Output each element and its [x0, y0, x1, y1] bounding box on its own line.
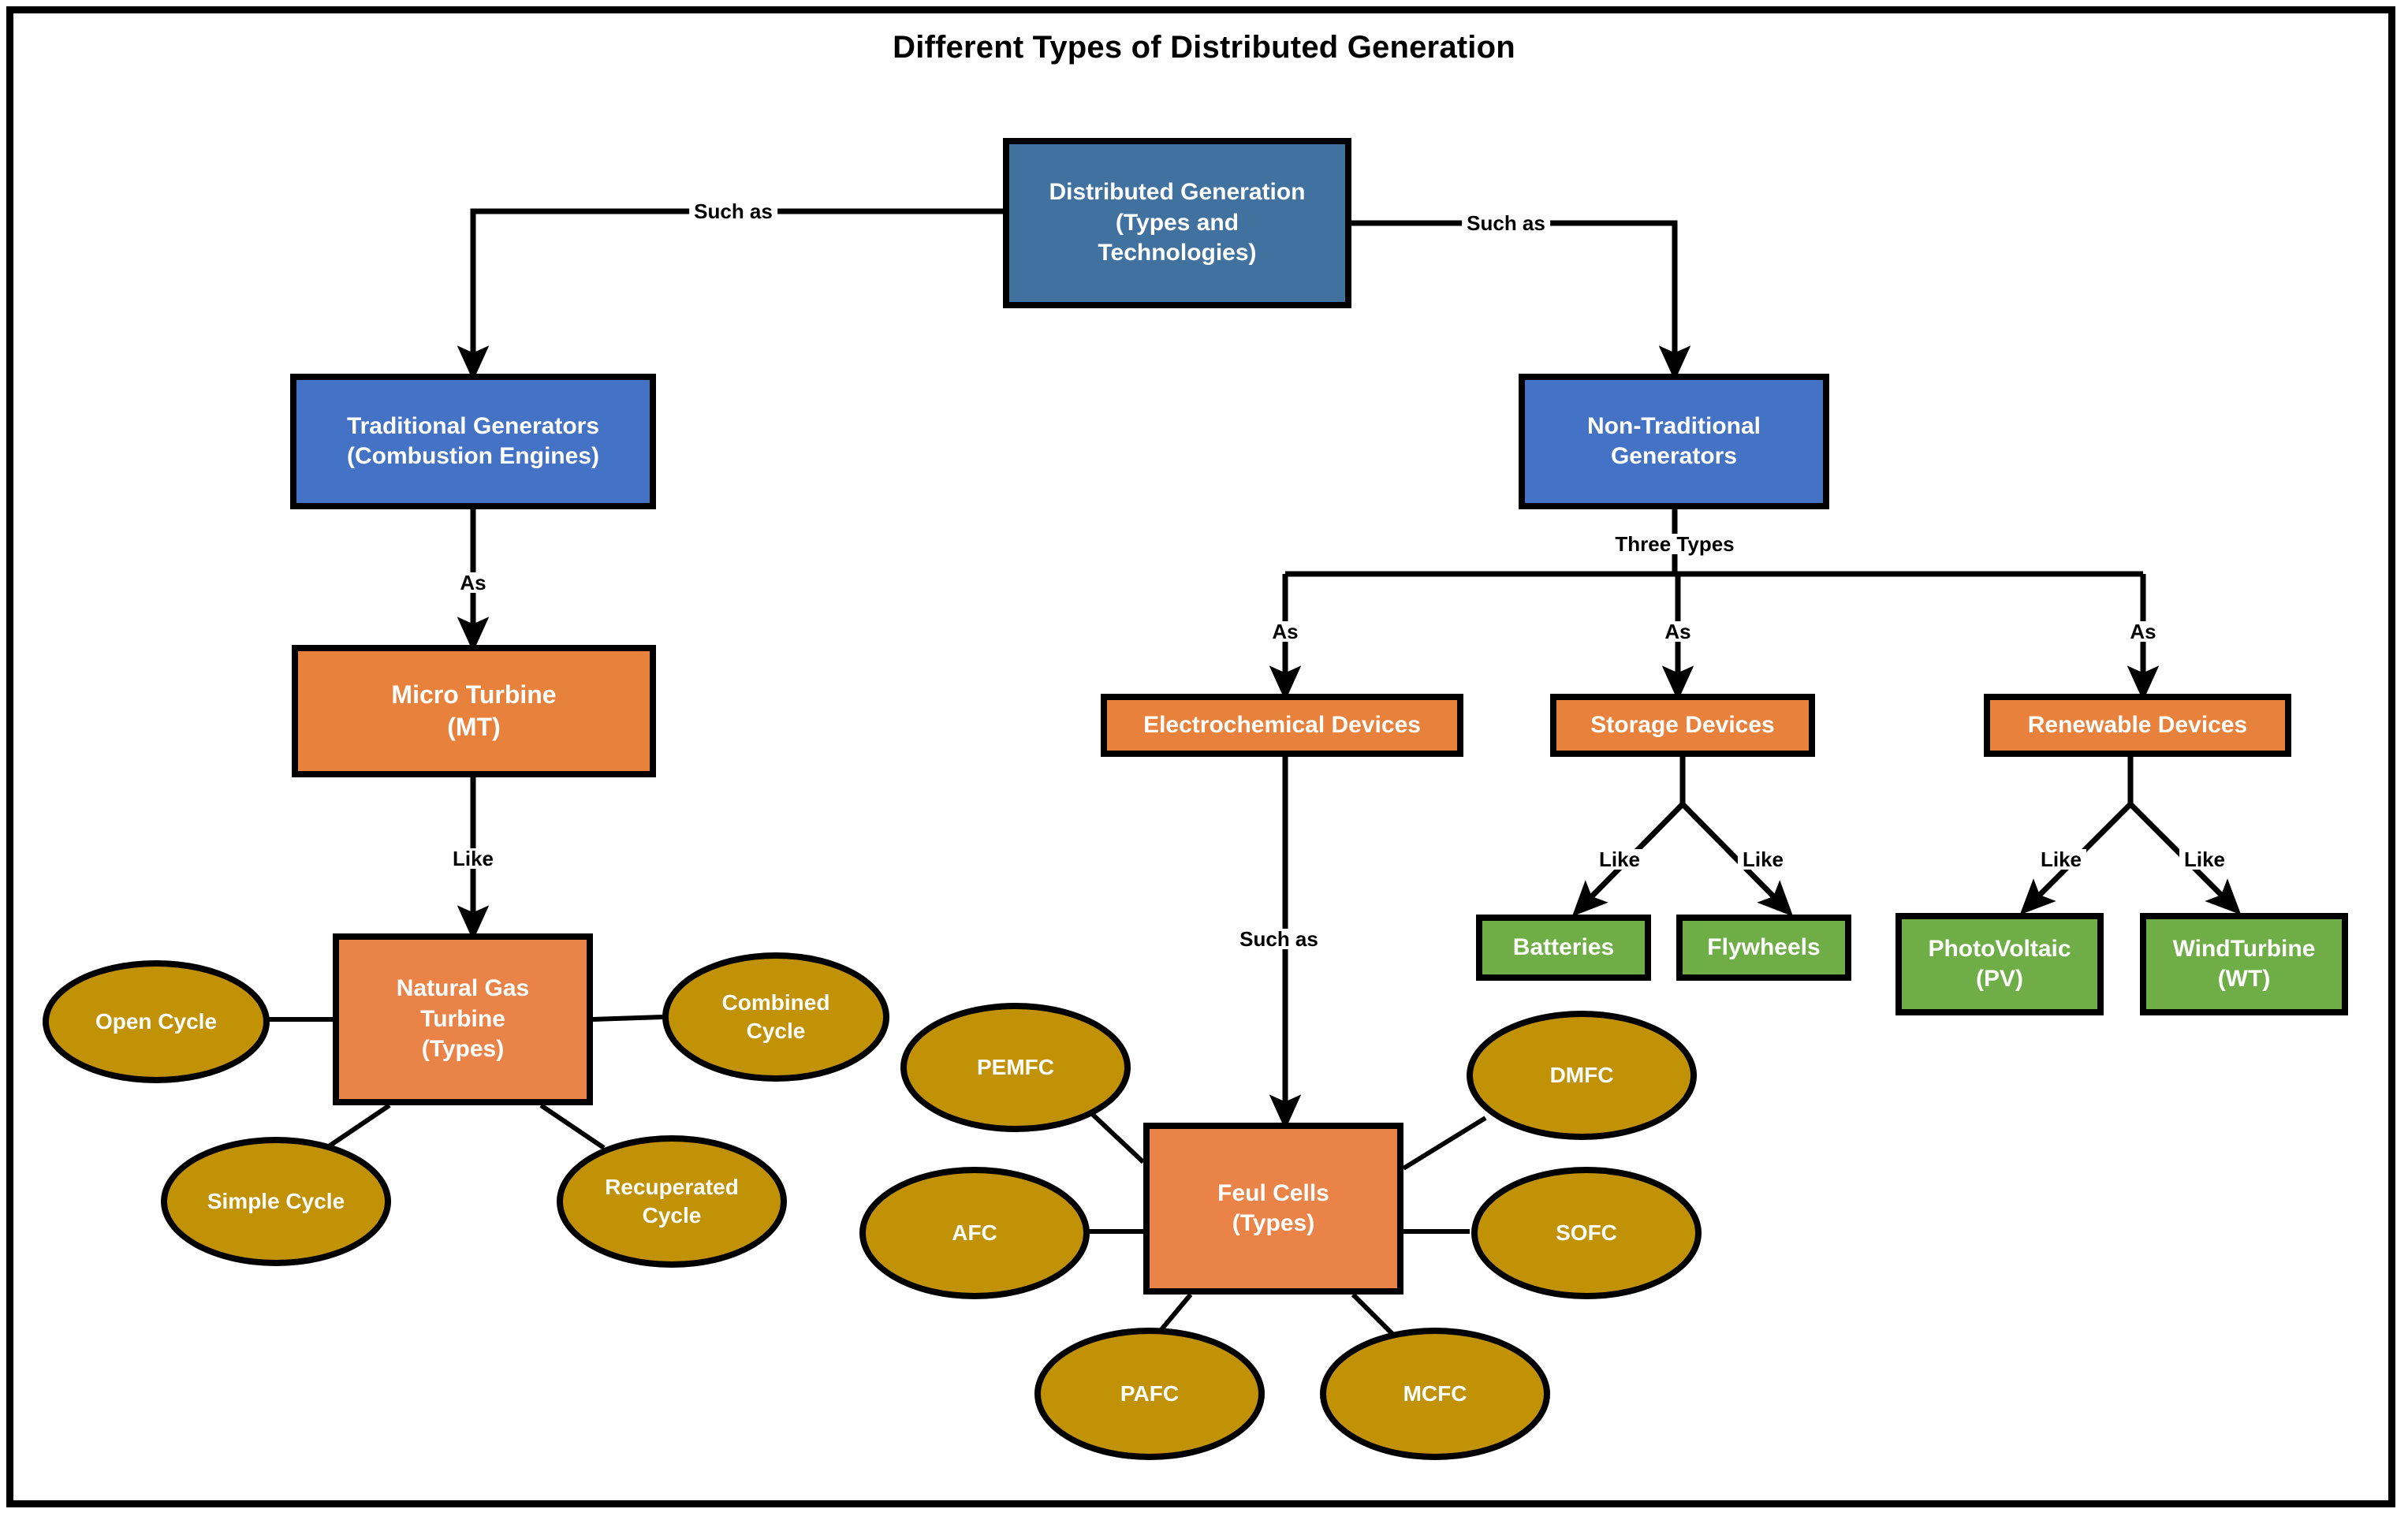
node-label: PhotoVoltaic (PV) — [1928, 935, 2071, 992]
node-non-traditional-generators[interactable]: Non-Traditional Generators — [1519, 374, 1829, 509]
edge-label-text: Three Types — [1615, 532, 1735, 556]
edge-ngt-combinedcycle — [592, 1015, 663, 1022]
node-label: DMFC — [1549, 1062, 1614, 1087]
node-distributed-generation[interactable]: Distributed Generation (Types and Techno… — [1003, 138, 1351, 308]
edge-label-microturbine-ngt: Like — [447, 847, 499, 870]
page-title: Different Types of Distributed Generatio… — [893, 30, 1515, 65]
edge-fc-dmfc — [1402, 1116, 1487, 1171]
node-traditional-generators[interactable]: Traditional Generators (Combustion Engin… — [290, 374, 656, 509]
node-label: MCFC — [1403, 1380, 1467, 1406]
node-sofc[interactable]: SOFC — [1471, 1167, 1702, 1299]
edge-label-root-traditional: Such as — [689, 201, 777, 222]
node-label: SOFC — [1556, 1220, 1617, 1245]
node-label: Storage Devices — [1590, 711, 1775, 738]
node-pafc[interactable]: PAFC — [1034, 1328, 1265, 1460]
node-mcfc[interactable]: MCFC — [1320, 1328, 1550, 1460]
edge-label-text: As — [460, 571, 486, 594]
edge-label-text: Like — [1742, 848, 1784, 871]
edge-label-text: Like — [1598, 848, 1641, 871]
edge-label-renewable-photovoltaic: Like — [2035, 848, 2087, 871]
edge-storage-flywheels — [1680, 802, 1794, 917]
node-photovoltaic[interactable]: PhotoVoltaic (PV) — [1895, 913, 2104, 1015]
node-pemfc[interactable]: PEMFC — [900, 1003, 1131, 1132]
node-electrochemical-devices[interactable]: Electrochemical Devices — [1101, 694, 1463, 757]
node-label: Renewable Devices — [2027, 711, 2248, 738]
edge-label-text: Like — [2040, 848, 2082, 871]
node-natural-gas-turbine[interactable]: Natural Gas Turbine (Types) — [333, 933, 593, 1105]
node-label: Micro Turbine (MT) — [391, 680, 557, 741]
edge-root-nontraditional — [1351, 220, 1691, 382]
node-label: Traditional Generators (Combustion Engin… — [346, 412, 600, 469]
node-label: Electrochemical Devices — [1143, 711, 1421, 738]
edge-label-as-renewable: As — [2125, 620, 2161, 643]
node-label: Simple Cycle — [207, 1188, 345, 1213]
edge-label-electrochemical-fuelcells: Such as — [1235, 929, 1323, 949]
edge-label-text: Such as — [694, 199, 773, 223]
node-windturbine[interactable]: WindTurbine (WT) — [2140, 913, 2348, 1015]
node-label: Combined Cycle — [721, 989, 830, 1043]
node-simple-cycle[interactable]: Simple Cycle — [161, 1137, 391, 1266]
node-label: Feul Cells (Types) — [1217, 1179, 1329, 1236]
node-dmfc[interactable]: DMFC — [1467, 1011, 1697, 1140]
node-renewable-devices[interactable]: Renewable Devices — [1984, 694, 2291, 757]
node-label: Natural Gas Turbine (Types) — [396, 975, 530, 1063]
edge-ngt-simplecycle — [325, 1103, 391, 1150]
node-label: PEMFC — [977, 1054, 1054, 1079]
edge-label-text: As — [2130, 620, 2156, 643]
edge-label-as-electrochemical: As — [1267, 621, 1303, 642]
node-storage-devices[interactable]: Storage Devices — [1550, 694, 1815, 757]
node-label: Distributed Generation (Types and Techno… — [1049, 179, 1306, 266]
edge-label-renewable-windturbine: Like — [2179, 848, 2231, 871]
edge-label-text: Like — [452, 847, 494, 870]
edge-label-storage-batteries: Like — [1594, 848, 1646, 871]
node-micro-turbine[interactable]: Micro Turbine (MT) — [292, 645, 656, 777]
node-open-cycle[interactable]: Open Cycle — [43, 960, 270, 1083]
edge-label-three-types: Three Types — [1610, 534, 1739, 554]
edge-label-storage-flywheels: Like — [1737, 848, 1789, 871]
node-afc[interactable]: AFC — [859, 1167, 1090, 1299]
node-flywheels[interactable]: Flywheels — [1676, 915, 1851, 981]
node-label: WindTurbine (WT) — [2172, 935, 2316, 992]
node-label: AFC — [952, 1220, 997, 1245]
edge-ngt-recuperatedcycle — [539, 1103, 606, 1150]
edge-label-text: Such as — [1239, 927, 1318, 951]
node-label: Flywheels — [1707, 933, 1821, 960]
node-label: PAFC — [1120, 1380, 1180, 1406]
edge-fc-pemfc — [1089, 1111, 1146, 1164]
node-combined-cycle[interactable]: Combined Cycle — [662, 952, 889, 1082]
node-batteries[interactable]: Batteries — [1476, 915, 1651, 981]
node-recuperated-cycle[interactable]: Recuperated Cycle — [557, 1135, 787, 1268]
node-label: Batteries — [1512, 933, 1615, 960]
edge-root-traditional — [457, 208, 1003, 382]
edge-label-traditional-microturbine: As — [455, 571, 491, 594]
edge-label-root-nontraditional: Such as — [1462, 213, 1550, 233]
node-fuel-cells[interactable]: Feul Cells (Types) — [1143, 1123, 1403, 1295]
node-label: Open Cycle — [95, 1008, 218, 1034]
edge-label-text: Like — [2183, 848, 2226, 871]
node-label: Recuperated Cycle — [605, 1174, 739, 1228]
node-label: Non-Traditional Generators — [1587, 412, 1761, 469]
edge-label-as-storage: As — [1660, 620, 1696, 643]
edge-fc-mcfc — [1351, 1292, 1396, 1338]
edge-fc-pafc — [1157, 1293, 1193, 1334]
edge-label-text: Such as — [1467, 211, 1545, 235]
edge-label-text: As — [1272, 620, 1299, 643]
edge-label-text: As — [1664, 620, 1691, 643]
